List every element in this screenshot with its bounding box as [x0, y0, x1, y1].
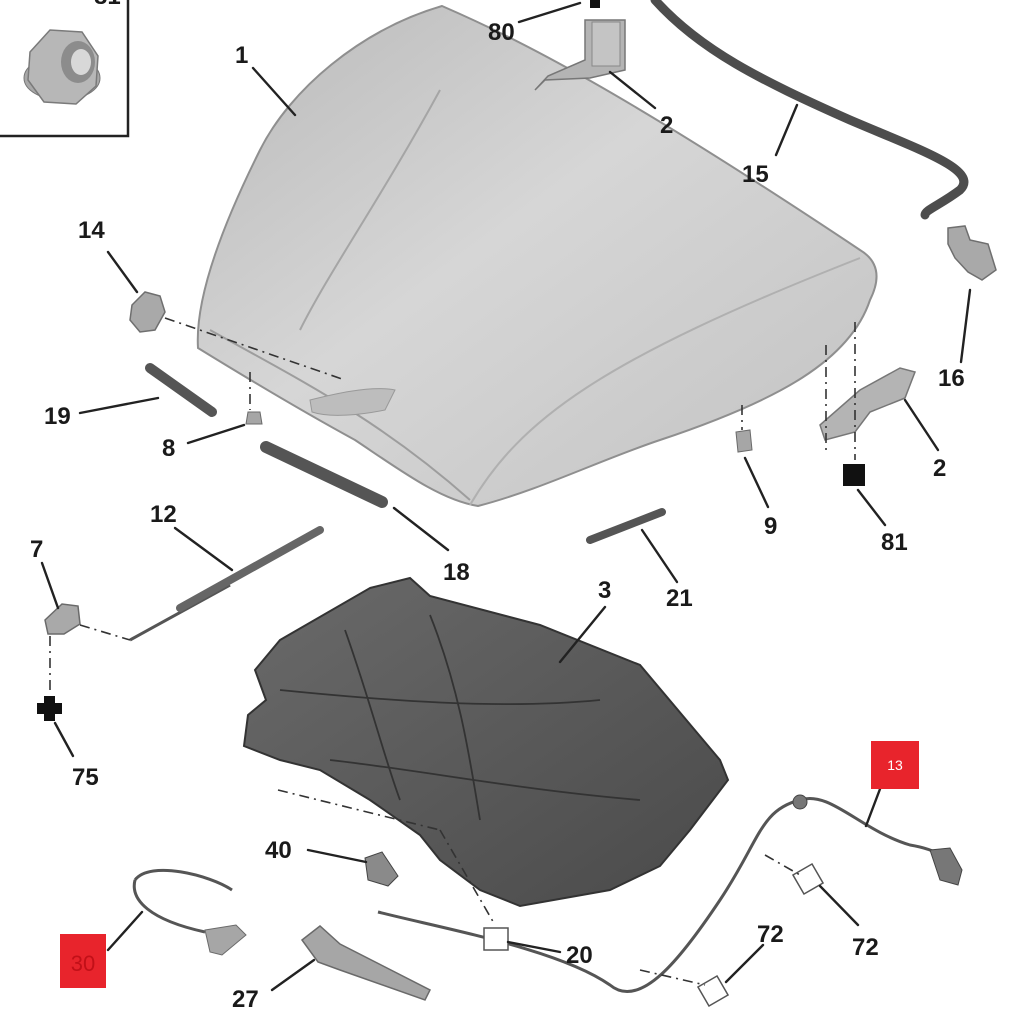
gas-strut-12	[129, 526, 324, 642]
bracket-16	[947, 225, 997, 281]
hinge-lower	[819, 367, 916, 441]
part-label-15: 15	[742, 161, 769, 188]
part-label-12: 12	[150, 501, 177, 528]
part-label-19: 19	[44, 403, 71, 430]
release-handle-30	[204, 924, 247, 956]
cable-13	[377, 796, 957, 993]
part-label-3: 3	[598, 577, 611, 604]
fastener-cross-75	[37, 696, 62, 721]
callout-badge-30[interactable]: 30	[60, 934, 106, 988]
part-label-16: 16	[938, 365, 965, 392]
latch-27	[300, 925, 432, 1001]
latch-40	[364, 851, 399, 887]
fastener-square-81	[843, 464, 865, 486]
part-label-27: 27	[232, 986, 259, 1013]
bump-strip-19	[145, 363, 217, 417]
bump-strip-21	[586, 508, 666, 544]
connector-13-top	[792, 794, 808, 810]
part-label-9: 9	[764, 513, 777, 540]
fastener-cross-80	[590, 0, 600, 8]
part-label-72-left: 72	[757, 921, 784, 948]
inset-nut-box: 81	[0, 0, 130, 138]
part-label-75: 75	[72, 764, 99, 791]
part-label-2-lower: 2	[933, 455, 946, 482]
insulation-pad-grooves	[279, 614, 641, 821]
part-labels: 1 80 2 15 14 16 19 8 2 9 81 12 7 18 3 21…	[30, 19, 965, 1013]
part-label-1: 1	[235, 42, 248, 69]
bump-strip-18	[260, 441, 388, 508]
part-label-80: 80	[488, 19, 515, 46]
clip-square-72b	[791, 862, 825, 896]
leader-lines	[40, 1, 972, 992]
part-label-14: 14	[78, 217, 105, 244]
latch-7	[44, 603, 81, 635]
hood-panel	[196, 4, 878, 508]
part-label-72-right: 72	[852, 934, 879, 961]
lock-bracket-14	[129, 291, 166, 333]
callout-badge-13-text: 13	[887, 757, 903, 773]
part-label-21: 21	[666, 585, 693, 612]
connector-13	[929, 847, 963, 886]
assembly-lines	[164, 317, 856, 986]
part-label-2-upper: 2	[660, 112, 673, 139]
release-cable-30	[132, 868, 233, 934]
part-label-7: 7	[30, 536, 43, 563]
flange-nut-icon	[23, 29, 101, 105]
callout-badge-13[interactable]: 13	[871, 741, 919, 789]
part-label-81: 81	[881, 529, 908, 556]
part-label-20: 20	[566, 942, 593, 969]
stop-buffer-8	[245, 411, 263, 425]
callout-badge-30-text: 30	[70, 951, 96, 976]
hinge-upper	[534, 19, 626, 91]
clip-square-72a	[696, 974, 730, 1008]
part-label-8: 8	[162, 435, 175, 462]
part-label-18: 18	[443, 559, 470, 586]
part-label-81-inset: 81	[94, 0, 121, 10]
hood-seal	[650, 0, 969, 220]
stop-buffer-9	[735, 429, 753, 453]
insulation-pad	[242, 576, 730, 908]
clip-square-20	[483, 927, 509, 951]
part-label-40: 40	[265, 837, 292, 864]
